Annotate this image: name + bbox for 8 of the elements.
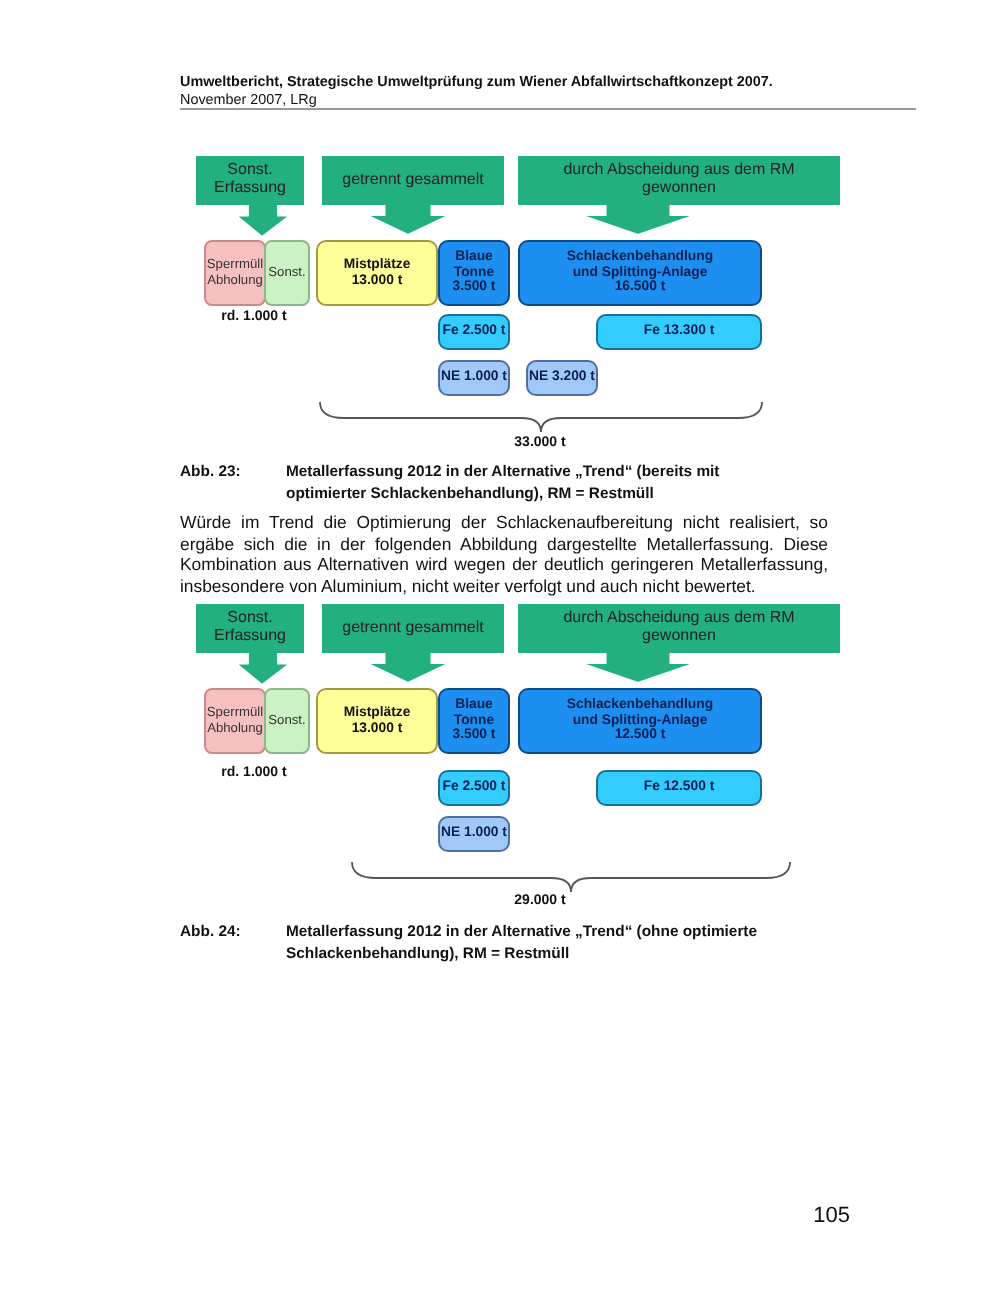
callout-arrow: Sonst. Erfassung [194, 154, 306, 238]
callout-arrow: Sonst. Erfassung [194, 602, 306, 686]
callout-arrow: durch Abscheidung aus dem RM gewonnen [516, 602, 842, 684]
callout-arrow: getrennt gesammelt [320, 602, 506, 684]
callout-arrow: getrennt gesammelt [320, 154, 506, 236]
body-paragraph: Würde im Trend die Optimierung der Schlackenaufbereitung nicht realisiert, so ergäbe sich die in der folgenden Abbildung dargestellte Metallerfassung. Diese Kombination aus Alternativen wird wegen der deutlich geringeren Metallerfassung, insbesondere von Aluminium, nicht weiter verfolgt und auch nicht bewertet. [180, 512, 828, 597]
callout-arrow: durch Abscheidung aus dem RM gewonnen [516, 154, 842, 236]
page-number: 105 [811, 1204, 850, 1228]
